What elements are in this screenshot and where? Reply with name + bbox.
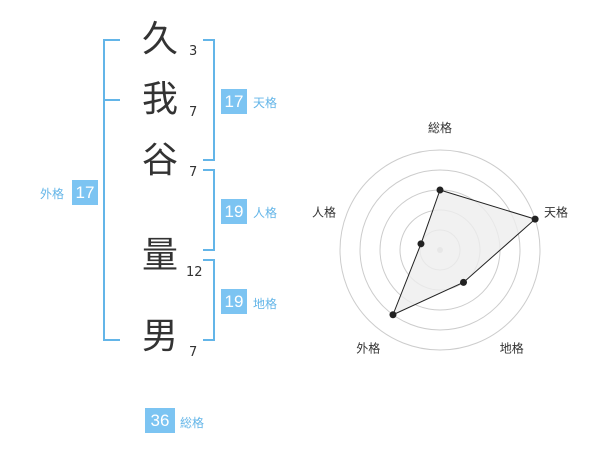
- gaikaku-label: 外格: [40, 187, 65, 201]
- jinkaku-label: 人格: [253, 206, 278, 220]
- jinkaku-value: 19: [221, 199, 247, 224]
- radar-label-1: 総格: [428, 120, 452, 135]
- radar-point-5: [417, 240, 425, 248]
- radar-ring: [339, 149, 541, 351]
- radar-polygon: [392, 189, 537, 316]
- soukaku-value: 36: [145, 408, 175, 433]
- name-char-1: 久: [141, 19, 178, 60]
- chikaku-label: 地格: [253, 297, 278, 311]
- radar-label-4: 外格: [356, 341, 380, 356]
- soukaku-label: 総格: [180, 416, 205, 430]
- radar-point-3: [460, 278, 468, 286]
- stroke-count-4: 12: [186, 265, 203, 280]
- radar-ring: [359, 169, 521, 331]
- stroke-count-3: 7: [189, 165, 198, 180]
- name-char-5: 男: [141, 316, 178, 357]
- radar-point-4: [389, 311, 397, 319]
- radar-point-2: [531, 215, 539, 223]
- radar-label-2: 天格: [544, 204, 568, 219]
- radar-point-1: [436, 186, 444, 194]
- radar-label-3: 地格: [500, 341, 524, 356]
- chikaku-value: 19: [221, 289, 247, 314]
- radar-label-5: 人格: [312, 204, 336, 219]
- gaikaku-value: 17: [72, 180, 98, 205]
- stroke-count-1: 3: [189, 44, 198, 59]
- name-char-3: 谷: [141, 140, 178, 181]
- tenkaku-value: 17: [221, 89, 247, 114]
- stroke-count-2: 7: [189, 105, 198, 120]
- name-char-2: 我: [141, 79, 178, 120]
- name-char-4: 量: [141, 235, 178, 276]
- tenkaku-label: 天格: [253, 96, 278, 110]
- stroke-count-5: 7: [189, 345, 198, 360]
